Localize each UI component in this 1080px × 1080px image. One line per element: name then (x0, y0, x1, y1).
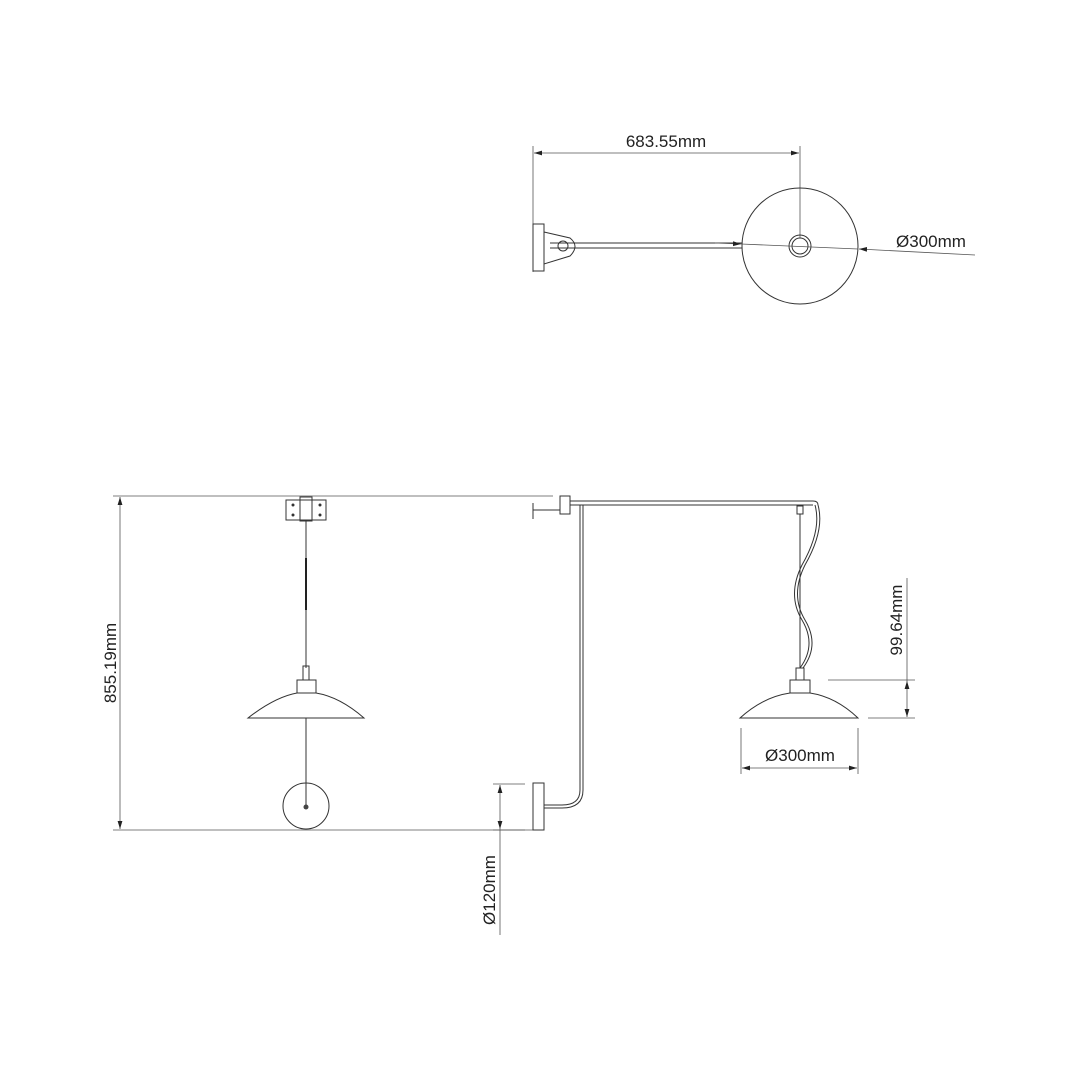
wall-mount (532, 782, 545, 831)
side-view-lamp (246, 496, 366, 830)
shade (246, 692, 366, 719)
shade-diameter-dimension (858, 247, 976, 256)
top-shade-diameter-label: Ø300mm (896, 232, 966, 251)
shade-top (741, 187, 859, 305)
front-view: 855.19mm (101, 495, 915, 935)
shade-height-label: 99.64mm (887, 585, 906, 656)
arm-length-label: 683.55mm (626, 132, 706, 151)
front-view-lamp (532, 495, 860, 831)
front-shade-diameter-label: Ø300mm (765, 746, 835, 765)
top-view: 683.55mm Ø300mm (532, 132, 976, 305)
wall-plate (532, 223, 545, 272)
wall-plate-disc (282, 782, 330, 830)
total-height-label: 855.19mm (101, 623, 120, 703)
wall-plate-diameter-label: Ø120mm (480, 855, 499, 925)
shade (738, 692, 860, 719)
